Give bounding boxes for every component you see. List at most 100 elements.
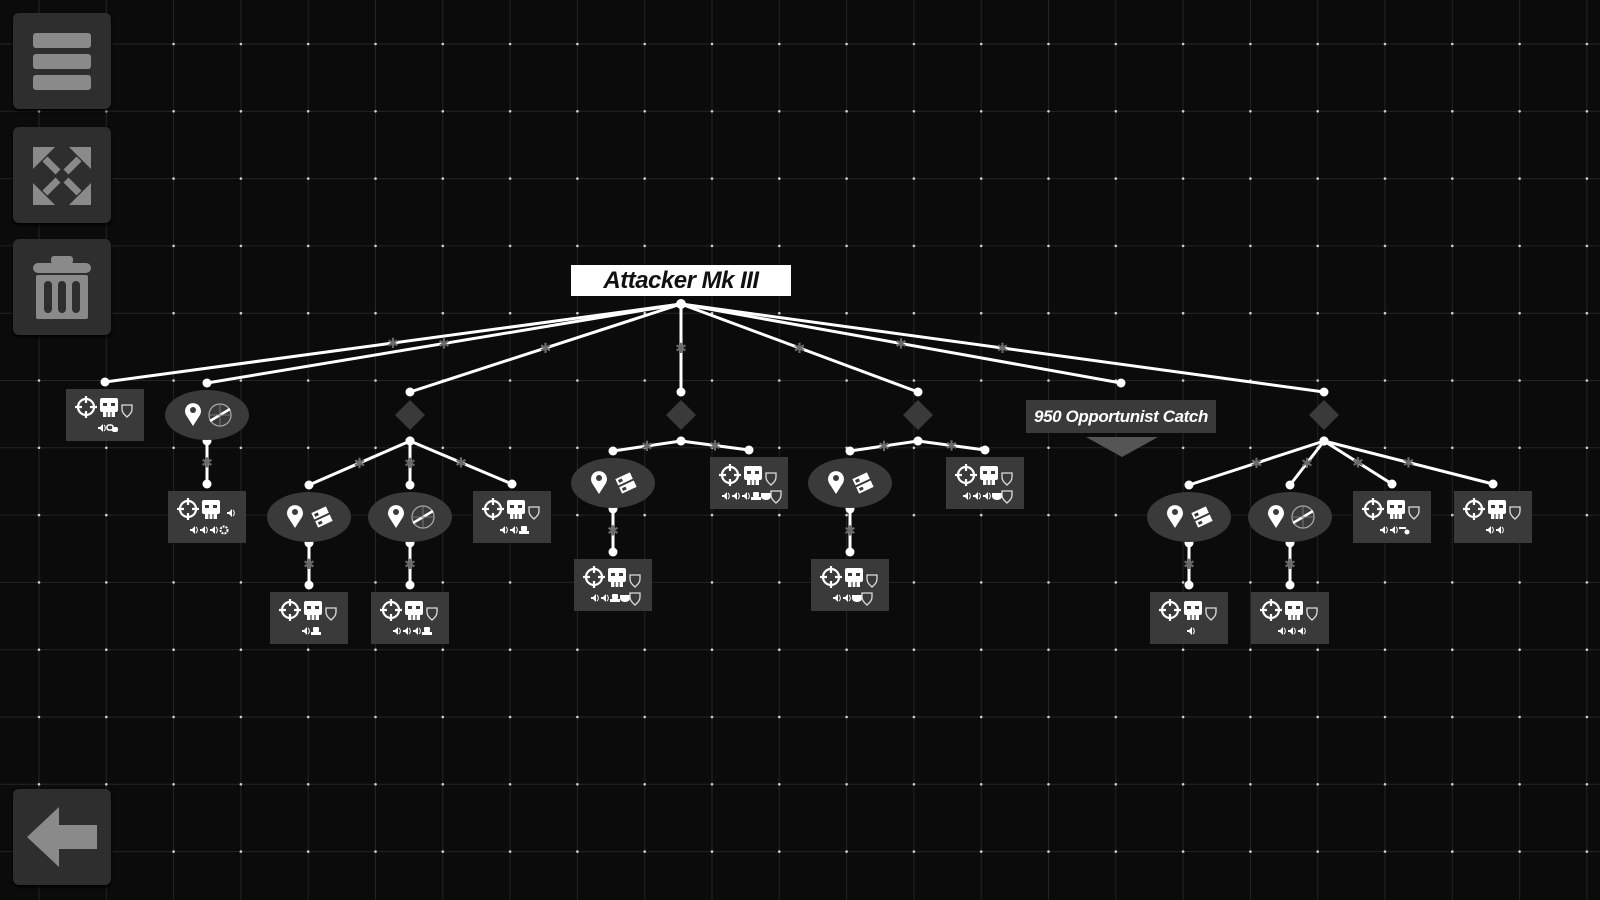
grid-dot	[1518, 311, 1521, 315]
action-node[interactable]	[270, 592, 348, 644]
grid-dot	[778, 648, 781, 651]
link-icon	[106, 424, 118, 432]
action-node[interactable]	[946, 457, 1024, 509]
action-node[interactable]	[1454, 491, 1532, 543]
grid-dot	[1114, 581, 1118, 584]
selector-node[interactable]	[395, 400, 425, 430]
grid-dot	[441, 446, 445, 450]
shield-icon	[861, 592, 873, 606]
selector-diamond	[1309, 400, 1339, 430]
speaker-icon	[1298, 627, 1306, 635]
grid-dot	[576, 110, 579, 113]
grid-dot	[1114, 244, 1118, 248]
condition-node[interactable]	[368, 492, 452, 542]
link-decorator-icon: ✱	[201, 456, 213, 472]
grid-dot	[441, 244, 445, 248]
speaker-icon	[98, 424, 106, 432]
skull-icon	[980, 466, 998, 485]
grid-dot	[1047, 42, 1050, 46]
condition-node[interactable]	[808, 458, 892, 508]
pin-hole	[393, 509, 399, 515]
action-node[interactable]	[1353, 491, 1431, 543]
grid-dot	[441, 850, 445, 853]
condition-node[interactable]	[571, 458, 655, 508]
tree-link	[917, 439, 986, 452]
delete-button[interactable]	[13, 239, 111, 335]
shield-icon	[770, 490, 782, 504]
grid-dot	[643, 42, 646, 46]
grid-dot	[1249, 850, 1252, 853]
crosshair-icon	[1159, 599, 1181, 621]
grid-dot	[778, 581, 781, 584]
action-node[interactable]	[66, 389, 144, 441]
grid-dot	[710, 715, 714, 719]
grid-dot	[1249, 311, 1252, 315]
crosshair-icon	[955, 464, 977, 486]
grid-dot	[306, 42, 310, 46]
condition-node[interactable]	[1248, 492, 1332, 542]
crosshair-icon	[820, 566, 842, 588]
grid-dot	[912, 110, 916, 113]
grid-dot	[306, 311, 310, 315]
condition-node[interactable]	[1147, 492, 1231, 542]
speaker-icon	[403, 627, 411, 635]
expand-button[interactable]	[13, 127, 111, 223]
condition-node[interactable]	[267, 492, 351, 542]
compass-slash-icon	[1291, 505, 1315, 529]
grid-dot	[508, 783, 512, 786]
link-decorator-icon: ✱	[1284, 557, 1296, 573]
speaker-icon	[963, 492, 971, 500]
grid-dot	[1585, 311, 1589, 315]
grid-dot	[1181, 581, 1185, 584]
grid-dot	[576, 379, 579, 382]
grid-dot	[239, 715, 243, 719]
grid-dot	[576, 850, 579, 853]
mask-icon	[620, 595, 630, 602]
grid-dot	[1451, 581, 1454, 584]
grid-dot	[172, 311, 175, 315]
grid-dot	[105, 446, 108, 450]
grid-dot	[710, 446, 714, 450]
action-node[interactable]	[1251, 592, 1329, 644]
speaker-icon	[742, 492, 750, 500]
link-decorator-icon: ✱	[878, 439, 890, 455]
grid-dot	[778, 783, 781, 786]
grid-dot	[239, 177, 243, 180]
selector-node[interactable]	[1086, 437, 1158, 457]
tree-root-title[interactable]: Attacker Mk III	[571, 265, 791, 296]
speaker-icon	[843, 594, 851, 602]
grid-dot	[172, 783, 175, 786]
selector-node[interactable]	[903, 400, 933, 430]
action-node[interactable]	[473, 491, 551, 543]
menu-button[interactable]	[13, 13, 111, 109]
action-node[interactable]	[168, 491, 246, 543]
link-decorator-icon: ✱	[946, 439, 958, 455]
crosshair-icon	[583, 566, 605, 588]
action-node[interactable]	[811, 559, 889, 611]
grid-dot	[912, 648, 916, 651]
action-node[interactable]	[710, 457, 788, 509]
selector-node[interactable]	[1309, 400, 1339, 430]
mask-icon	[852, 595, 862, 602]
grid-dot	[1249, 648, 1252, 651]
action-node[interactable]	[574, 559, 652, 611]
grid-dot	[508, 110, 512, 113]
grid-dot	[508, 177, 512, 180]
gear-icon	[219, 525, 229, 535]
pin-hole	[292, 509, 298, 515]
link-decorator-icon: ✱	[844, 524, 856, 540]
grid-dot	[508, 311, 512, 315]
condition-node[interactable]	[165, 390, 249, 440]
tree-link	[849, 439, 919, 453]
location-pin-icon	[828, 471, 844, 494]
grid-dot	[508, 715, 512, 719]
opportunist-catch-label[interactable]: 950 Opportunist Catch	[1026, 400, 1216, 433]
grid-dot	[1451, 244, 1454, 248]
grid-dot	[1249, 244, 1252, 248]
back-button[interactable]	[13, 789, 111, 885]
action-node[interactable]	[371, 592, 449, 644]
action-node[interactable]	[1150, 592, 1228, 644]
grid-dot	[239, 446, 243, 450]
selector-node[interactable]	[666, 400, 696, 430]
